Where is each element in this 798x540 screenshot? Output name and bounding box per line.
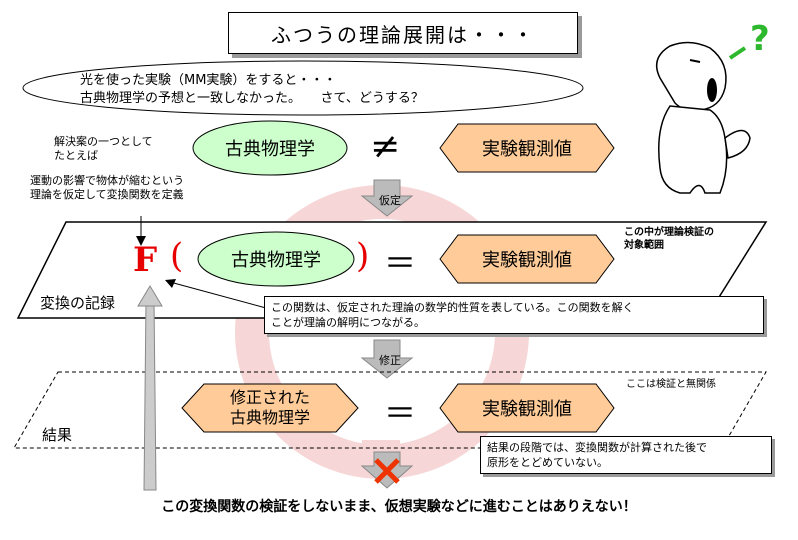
result-note-text: 結果の段階では、変換関数が計算された後で 原形をとどめていない。 (487, 441, 707, 469)
scope-note: この中が理論検証の 対象範囲 (624, 227, 714, 251)
row1-classical-physics: 古典物理学 (225, 139, 315, 160)
record-label: 変換の記録 (40, 294, 116, 312)
dog-illustration: ? (655, 19, 770, 194)
row2-observed-values: 実験観測値 (482, 250, 572, 271)
row1-not-equal: ≠ (370, 126, 401, 167)
page-title: ふつうの理論展開は・・・ (271, 22, 535, 47)
bottom-warning: この変換関数の検証をしないまま、仮想実験などに進むことはありえない！ (161, 499, 637, 515)
cloud-line-1: 光を使った実験（MM実験）をすると・・・ (80, 73, 337, 88)
title-box: ふつうの理論展開は・・・ (228, 12, 578, 54)
solution-note: 解決案の一つとして たとえば (54, 135, 153, 162)
question-mark: ? (750, 19, 770, 59)
row1-observed-values: 実験観測値 (482, 139, 572, 160)
thought-cloud (22, 60, 584, 116)
assumption-note: 運動の影響で物体が縮むという 理論を仮定して変換関数を定義 (30, 174, 184, 201)
arrow1-label: 仮定 (379, 194, 401, 207)
result-label: 結果 (42, 426, 73, 444)
result-note-box: 結果の段階では、変換関数が計算された後で 原形をとどめていない。 (480, 436, 772, 474)
row2-equal: ＝ (384, 244, 417, 282)
function-note-box: この関数は、仮定された理論の数学的性質を表している。この関数を解く ことが理論の… (264, 296, 764, 334)
arrow2-label: 修正 (379, 354, 401, 367)
unrelated-note: ここは検証と無関係 (626, 379, 716, 390)
cloud-text: 光を使った実験（MM実験）をすると・・・ 古典物理学の予想と一致しなかった。 さ… (80, 72, 424, 108)
function-note-text: この関数は、仮定された理論の数学的性質を表している。この関数を解く ことが理論の… (271, 301, 634, 329)
row3-equal: ＝ (384, 394, 417, 432)
row2-classical-physics: 古典物理学 (231, 250, 321, 271)
row3-modified-physics: 修正された 古典物理学 (229, 388, 310, 427)
transform-function-F: F (133, 240, 158, 280)
row3-observed-values: 実験観測値 (482, 399, 572, 420)
open-paren: ( (170, 236, 184, 276)
cloud-line-2: 古典物理学の予想と一致しなかった。 さて、どうする？ (80, 91, 424, 106)
close-paren: ) (356, 236, 370, 276)
